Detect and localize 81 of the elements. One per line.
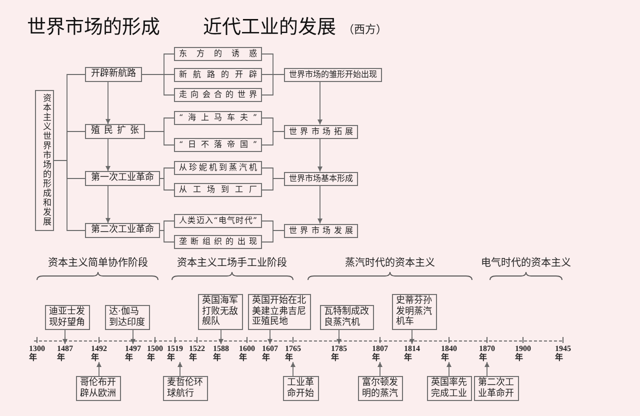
event-box: 哥伦布开辟从欧洲	[76, 376, 121, 401]
year-label: 1492年	[91, 344, 107, 362]
connector-line	[262, 178, 284, 190]
period-label: 电气时代的资本主义	[481, 258, 571, 270]
year-label: 1500年	[147, 344, 163, 362]
detail-box: 走向会合的世界	[174, 88, 262, 102]
detail-box: 新航路的开辟	[174, 68, 262, 82]
outcome-box: 世界市场发展	[284, 224, 358, 238]
arrow	[130, 330, 136, 344]
year-label: 1765年	[285, 344, 301, 362]
period-label: 资本主义简单协作阶段	[48, 258, 148, 270]
arrow	[268, 329, 272, 344]
connector-line	[160, 230, 174, 242]
arrow	[446, 362, 452, 376]
event-box: 迪亚士发现好望角	[45, 305, 90, 330]
year-label: 1870年	[479, 344, 495, 362]
year-label: 1487年	[57, 344, 73, 362]
connector-line	[142, 74, 174, 96]
event-box: 工业革命开始	[283, 376, 319, 401]
year-label: 1588年	[213, 344, 229, 362]
event-box: 第二次工业革命开	[474, 376, 519, 401]
year-label: 1519年	[167, 344, 183, 362]
detail-box: 从珍妮机到蒸汽机	[174, 161, 262, 175]
detail-box: 东方的诱惑	[174, 47, 262, 61]
detail-box: 人类迈入“电气时代”	[174, 214, 262, 228]
detail-box: 从工场到工厂	[174, 183, 262, 197]
event-box: 富尔顿发明的蒸汽	[358, 376, 403, 401]
heading-note: （西方）	[343, 23, 387, 36]
year-label: 1814年	[404, 344, 420, 362]
outcome-box: 世界市场基本形成	[284, 172, 358, 186]
arrow	[336, 330, 342, 344]
arrow	[106, 138, 110, 172]
year-label: 1945年	[555, 344, 571, 362]
page-title: 世界市场的形成	[27, 16, 160, 38]
event-box: 史蒂芬孙发明蒸汽机车	[392, 294, 437, 330]
arrow	[218, 329, 224, 344]
event-box: 英国海军打败无敌舰队	[198, 294, 243, 330]
arrow	[106, 186, 110, 224]
arrow	[106, 82, 110, 124]
year-label: 1900年	[515, 344, 531, 362]
year-label: 1607年	[262, 344, 278, 362]
connector-line	[262, 131, 284, 146]
arrow	[484, 362, 490, 376]
year-label: 1300年	[29, 344, 45, 362]
year-label: 1497年	[125, 344, 141, 362]
connector-line	[160, 178, 174, 190]
outcome-box: 世界市场的雏形开始出现	[284, 68, 382, 82]
year-label: 1600年	[239, 344, 255, 362]
arrow	[178, 362, 182, 376]
year-label: 1785年	[331, 344, 347, 362]
event-box: 麦哲伦环球航行	[163, 376, 208, 401]
arrow	[62, 330, 68, 344]
arrow	[318, 81, 322, 125]
arrow	[96, 362, 102, 376]
topic-box: 第一次工业革命	[85, 171, 160, 186]
arrow	[318, 185, 322, 224]
period-label: 蒸汽时代的资本主义	[345, 258, 435, 270]
connector-line	[262, 230, 284, 242]
event-box: 瓦特制成改良蒸汽机	[320, 305, 374, 330]
detail-box: 垄断组织的出现	[174, 235, 262, 249]
event-box: 英国率先完成工业	[427, 376, 472, 401]
year-label: 1807年	[372, 344, 388, 362]
period-label: 资本主义工场手工业阶段	[177, 258, 287, 270]
detail-box: “日不落帝国”	[174, 138, 262, 152]
connector-line	[144, 131, 174, 146]
detail-box: “海上马车夫”	[174, 111, 262, 125]
section-heading: 近代工业的发展	[203, 16, 336, 38]
topic-box: 殖民扩张	[85, 124, 145, 139]
arrow	[410, 329, 414, 344]
topic-box: 第二次工业革命	[85, 223, 160, 238]
arrow	[318, 138, 322, 172]
connector-line	[262, 74, 284, 96]
root-topic-box: 资本主义世界市场的形成和发展	[35, 90, 54, 231]
arrow	[290, 362, 296, 376]
year-label: 1522年	[189, 344, 205, 362]
year-label: 1840年	[441, 344, 457, 362]
topic-box: 开辟新航路	[85, 67, 142, 82]
event-box: 英国开始在北美建立弗吉尼亚殖民地	[248, 294, 311, 330]
arrow	[378, 362, 382, 376]
outcome-box: 世界市场拓展	[284, 124, 358, 138]
event-box: 达·伽马到达印度	[105, 305, 150, 330]
